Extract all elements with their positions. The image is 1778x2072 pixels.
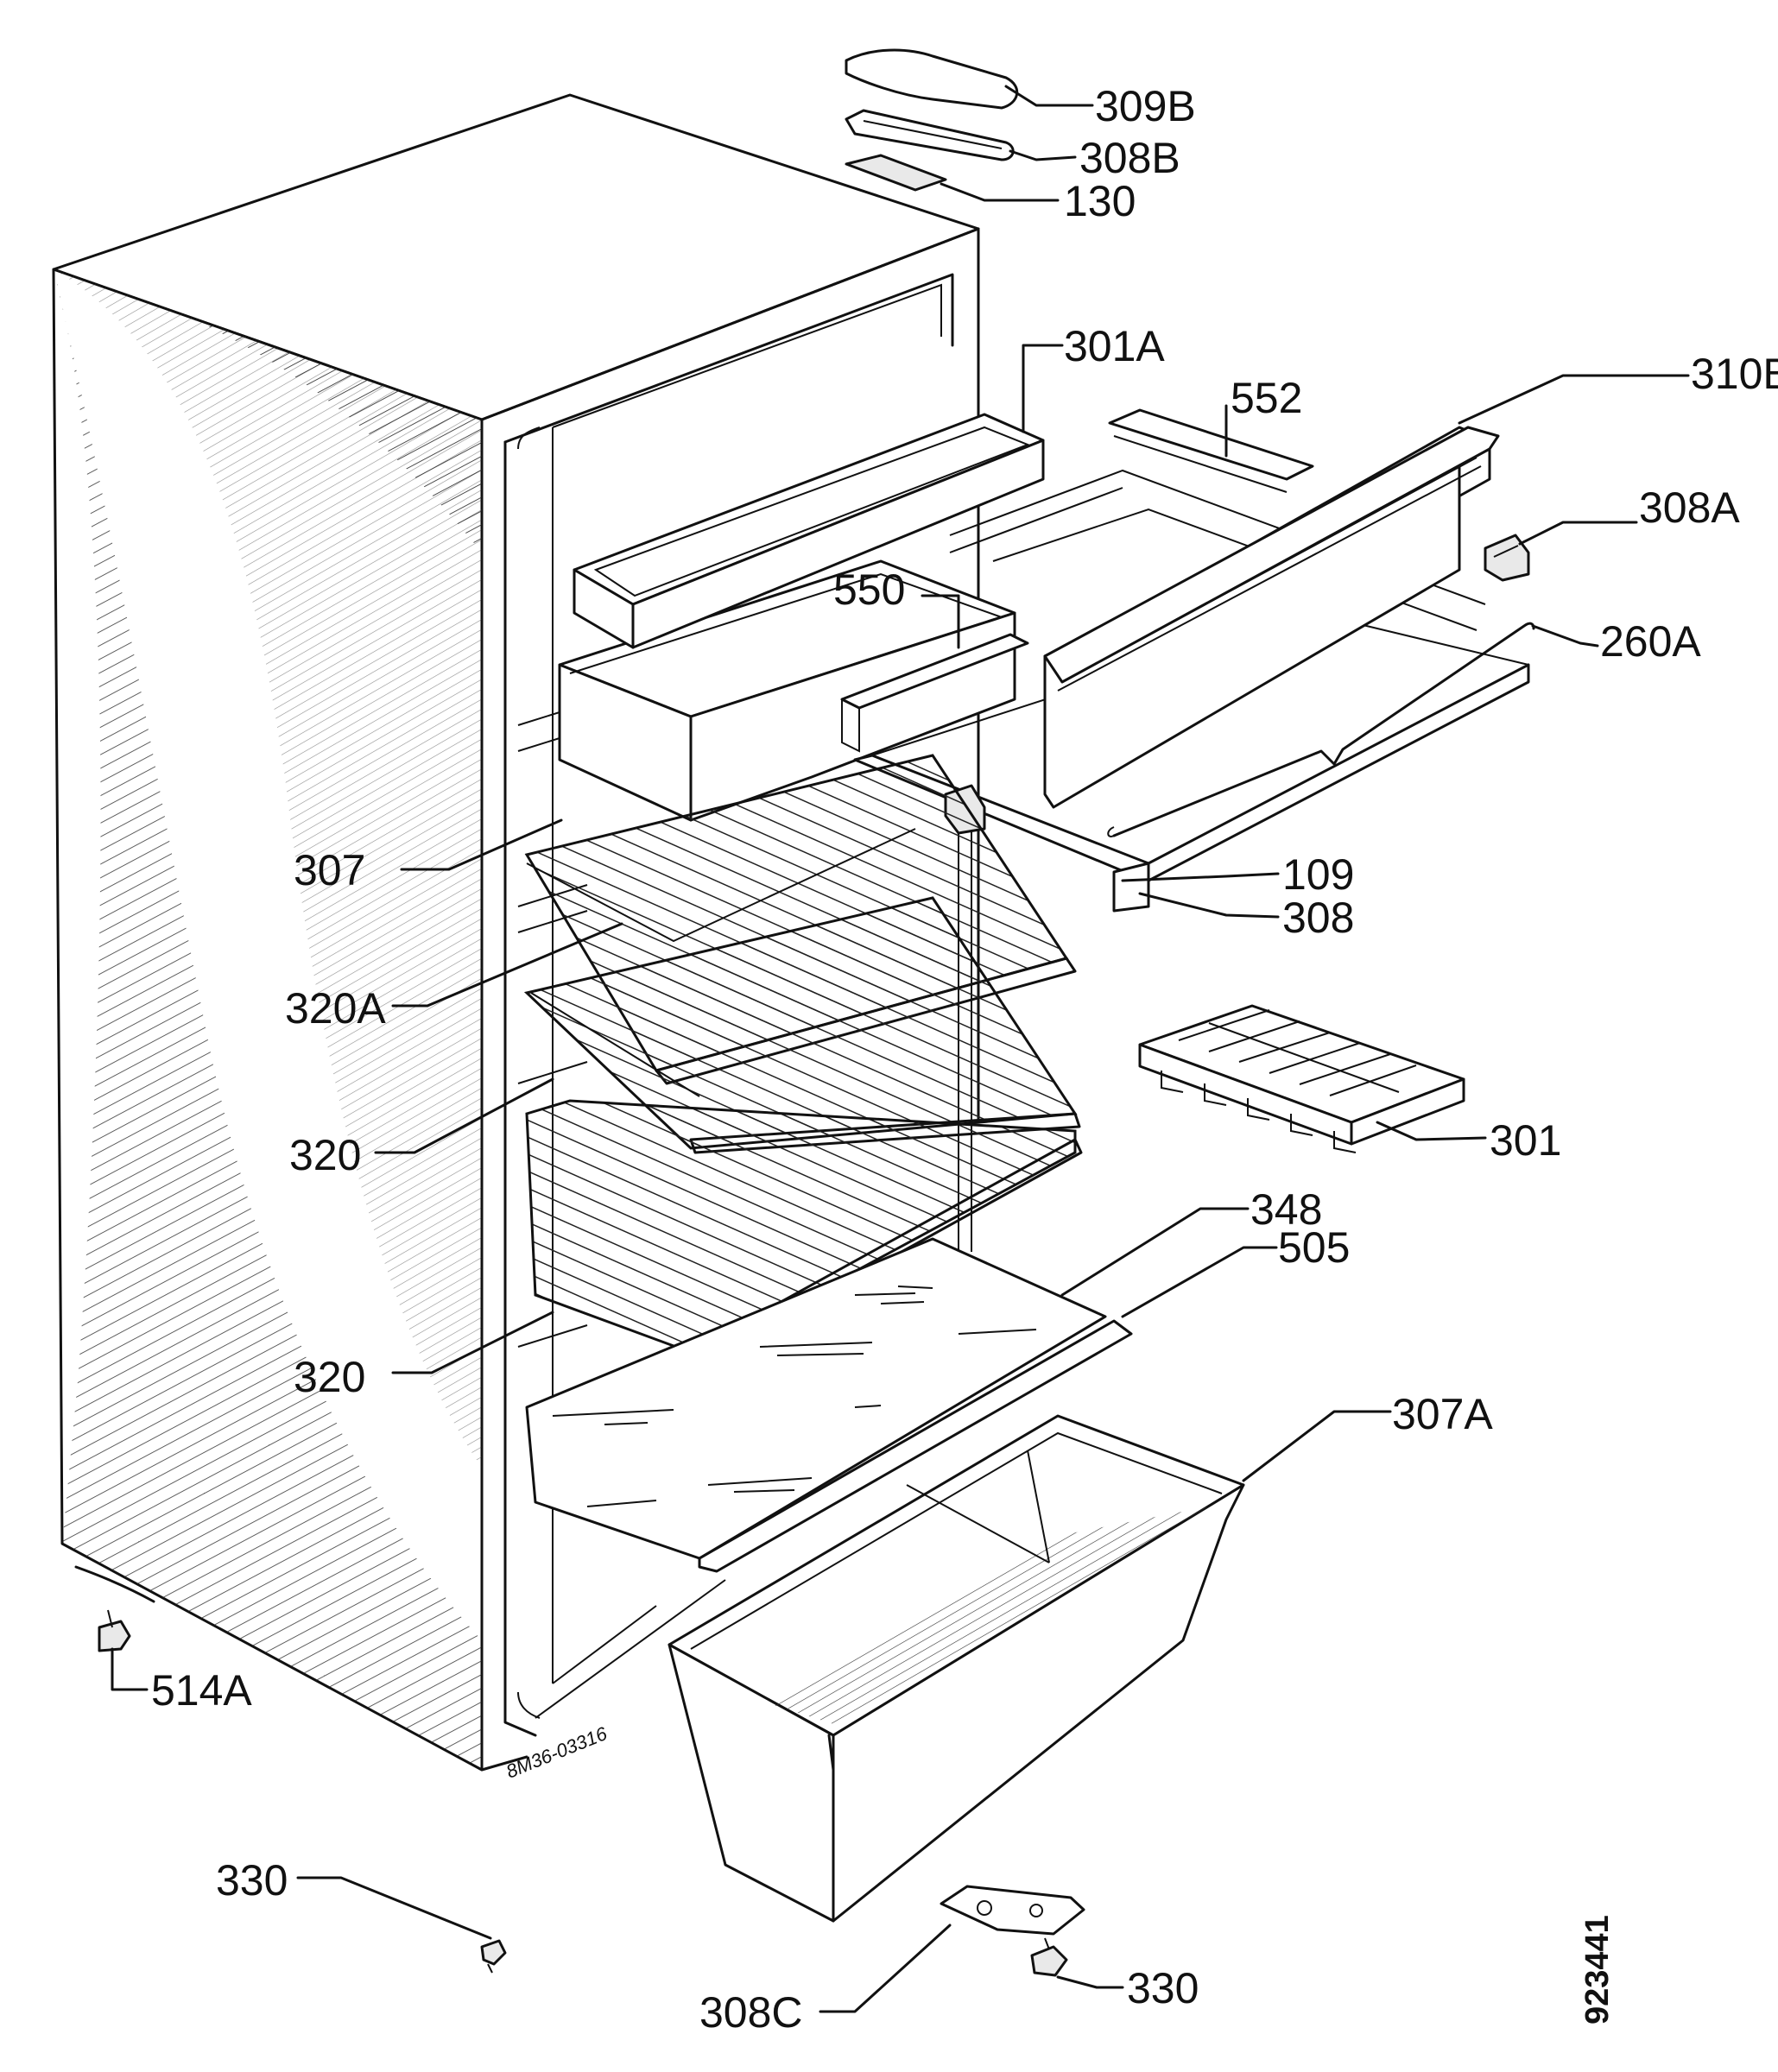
label-310B: 310B [1691,350,1778,398]
label-308: 308 [1282,894,1354,942]
freezer-compartment [558,408,1535,913]
screw-330-right [1030,1937,1068,1977]
cabinet-stamp: 8M36-03316 [503,1722,611,1783]
label-307: 307 [294,846,365,894]
label-309B: 309B [1095,82,1196,130]
screw-330-left [480,1939,507,1974]
glass-markings [552,1286,1037,1507]
foot-514A [98,1609,131,1652]
cabinet-side-shading [54,269,482,1770]
glass-shelf-348 [525,1237,1133,1573]
label-330-right: 330 [1127,1964,1199,2012]
crisper-307A [668,1414,1245,1923]
label-307A: 307A [1392,1390,1493,1438]
label-320A: 320A [285,984,386,1033]
label-308A: 308A [1639,483,1740,532]
ice-tray-301 [1138,1004,1465,1153]
label-260A: 260A [1600,617,1701,666]
label-550: 550 [833,565,905,614]
label-552: 552 [1231,374,1302,422]
label-320-lower: 320 [294,1353,365,1401]
label-301: 301 [1490,1116,1561,1165]
label-308C: 308C [699,1988,803,2037]
label-348: 348 [1250,1185,1322,1234]
cabinet: 8M36-03316 [52,93,980,1783]
label-330-left: 330 [216,1856,288,1905]
part-labels: 309B 308B 130 301A 552 310B 308A 550 260… [151,82,1778,2037]
top-hinge-parts [845,48,1018,192]
label-109: 109 [1282,850,1354,899]
label-514A: 514A [151,1666,252,1715]
shelf-320-lower [525,1099,1083,1361]
label-505: 505 [1278,1223,1350,1272]
hinge-308C [940,1885,1085,1936]
leader-lines [111,85,1690,2013]
label-308B: 308B [1079,134,1180,182]
label-320-upper: 320 [289,1131,361,1179]
document-number: 923441 [1579,1915,1616,2025]
label-301A: 301A [1064,322,1165,370]
label-130: 130 [1064,177,1136,225]
